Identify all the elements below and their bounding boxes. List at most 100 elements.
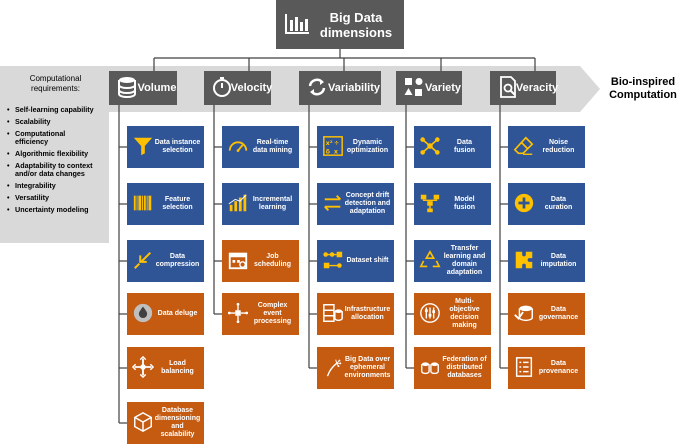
technique-label: Federation of distributed databases — [442, 356, 487, 379]
technique-box: Data imputation — [508, 240, 585, 282]
requirement-item: Scalability — [7, 117, 107, 127]
event-network-icon — [227, 302, 249, 324]
technique-label: Complex event processing — [253, 302, 292, 325]
calendar-icon — [227, 249, 249, 271]
technique-box: Data curation — [508, 183, 585, 225]
technique-box: Federation of distributed databases — [414, 347, 491, 389]
technique-label: Transfer learning and domain adaptation — [443, 245, 486, 276]
bar-chart-icon — [227, 192, 249, 214]
technique-label: Data curation — [544, 196, 573, 211]
requirement-item: Adaptability to context and/or data chan… — [7, 161, 107, 179]
governance-db-icon — [513, 302, 535, 324]
requirements-heading: Computational requirements: — [29, 74, 82, 93]
technique-label: Data fusion — [454, 139, 475, 154]
technique-label: Model fusion — [454, 196, 475, 211]
technique-label: Job scheduling — [254, 253, 291, 268]
technique-label: Multi- objective decision making — [449, 298, 480, 329]
dimension-header-variety: Variety — [396, 71, 462, 105]
technique-label: Concept drift detection and adaptation — [344, 192, 391, 215]
water-drop-icon — [132, 302, 154, 324]
technique-box: Data fusion — [414, 126, 491, 168]
plus-circle-icon — [513, 192, 535, 214]
technique-box: Job scheduling — [222, 240, 299, 282]
recycle-icon — [419, 249, 441, 271]
dimension-label: Variety — [424, 82, 462, 94]
technique-box: Data provenance — [508, 347, 585, 389]
flow-nodes-icon — [322, 249, 344, 271]
requirement-item: Self-learning capability — [7, 105, 107, 115]
technique-label: Noise reduction — [542, 139, 575, 154]
technique-box: Data instance selection — [127, 126, 204, 168]
technique-box: Database dimensioning and scalability — [127, 402, 204, 444]
distribution-arrows-icon — [131, 355, 155, 379]
technique-box: Real-time data mining — [222, 126, 299, 168]
technique-label: Dataset shift — [346, 257, 389, 264]
requirement-item: Algorithmic flexibility — [7, 149, 107, 159]
dandelion-icon — [322, 356, 344, 378]
technique-box: Big Data over ephemeral environments — [317, 347, 394, 389]
exchange-arrows-icon — [322, 192, 344, 214]
technique-box: Data governance — [508, 293, 585, 335]
speedometer-icon — [227, 135, 249, 157]
technique-box: Infrastructure allocation — [317, 293, 394, 335]
technique-label: Database dimensioning and scalability — [154, 407, 201, 438]
dimension-label: Velocity — [230, 82, 273, 94]
technique-box: Incremental learning — [222, 183, 299, 225]
checklist-icon — [513, 356, 535, 378]
technique-box: Complex event processing — [222, 293, 299, 335]
bio-inspired-computation-label: Bio-inspired Computation — [609, 76, 677, 101]
technique-box: Model fusion — [414, 183, 491, 225]
sliders-icon — [419, 302, 441, 324]
server-database-icon — [322, 302, 344, 324]
shapes-icon — [402, 75, 426, 99]
technique-box: Noise reduction — [508, 126, 585, 168]
technique-box: Feature selection — [127, 183, 204, 225]
requirements-list: Self-learning capabilityScalabilityCompu… — [7, 105, 107, 217]
technique-box: Data deluge — [127, 293, 204, 335]
requirement-item: Computational efficiency — [7, 129, 107, 147]
database-icon — [115, 75, 139, 99]
compress-arrows-icon — [132, 249, 154, 271]
technique-label: Data deluge — [157, 310, 198, 317]
technique-label: Big Data over ephemeral environments — [344, 356, 391, 379]
barcode-icon — [132, 192, 154, 214]
technique-label: Data imputation — [540, 253, 577, 268]
technique-label: Feature selection — [162, 196, 193, 211]
funnel-icon — [132, 135, 154, 157]
bar-chart-icon — [285, 14, 309, 34]
technique-label: Data governance — [538, 306, 579, 321]
computational-requirements-panel: Computational requirements: Self-learnin… — [2, 66, 109, 242]
dimension-header-variability: Variability — [299, 71, 381, 105]
technique-box: Multi- objective decision making — [414, 293, 491, 335]
cube-icon — [132, 411, 154, 433]
technique-box: Concept drift detection and adaptation — [317, 183, 394, 225]
technique-label: Data instance selection — [154, 139, 201, 154]
requirement-item: Integrability — [7, 181, 107, 191]
technique-label: Real-time data mining — [252, 139, 293, 154]
database-cluster-icon — [419, 356, 441, 378]
technique-box: Data compression — [127, 240, 204, 282]
hub-network-icon — [419, 135, 441, 157]
pipeline-arrow — [0, 66, 600, 243]
requirement-item: Uncertainty modeling — [7, 205, 107, 215]
technique-label: Load balancing — [161, 360, 194, 375]
technique-box: Dataset shift — [317, 240, 394, 282]
dimension-header-veracity: Veracity — [490, 71, 559, 105]
technique-box: Load balancing — [127, 347, 204, 389]
big-data-dimensions-title: Big Data dimensions — [276, 0, 404, 49]
dimension-label: Veracity — [515, 82, 559, 94]
dimension-header-volume: Volume — [109, 71, 177, 105]
technique-label: Data compression — [155, 253, 200, 268]
eraser-icon — [513, 135, 535, 157]
technique-label: Incremental learning — [252, 196, 293, 211]
svg-text:x²: x² — [326, 139, 333, 147]
hierarchy-icon — [419, 192, 441, 214]
requirement-item: Versatility — [7, 193, 107, 203]
technique-box: Transfer learning and domain adaptation — [414, 240, 491, 282]
stopwatch-icon — [210, 75, 234, 99]
dimension-label: Volume — [137, 82, 177, 94]
dimension-header-velocity: Velocity — [204, 71, 273, 105]
